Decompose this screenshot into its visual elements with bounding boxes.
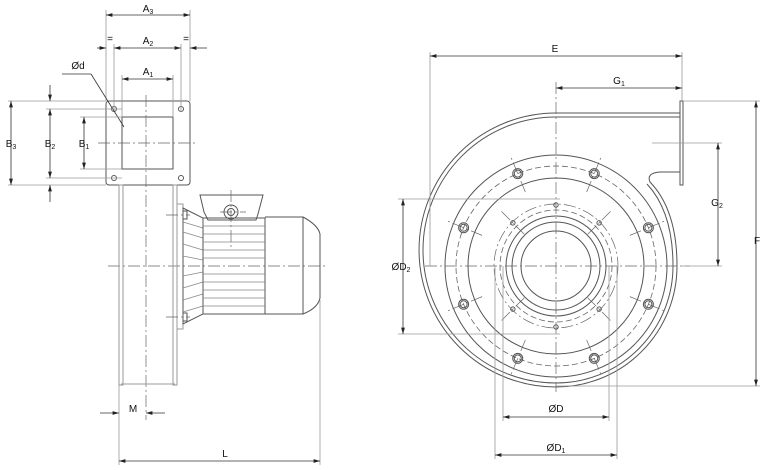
bolt-hole <box>642 298 654 310</box>
side-view-dimensions <box>8 10 321 465</box>
inner-hole-centerline <box>587 209 613 235</box>
dim-label-b3: B3 <box>6 139 17 151</box>
bolt-hole-inner <box>590 354 599 363</box>
dim-label-b1: B1 <box>79 139 90 151</box>
dim-label-l: L <box>222 449 228 460</box>
side-view: A3 A2 A1 Ød = = B3 B2 B1 M L <box>6 4 328 465</box>
bolt-hole <box>588 168 600 180</box>
dim-label-hole-diameter: Ød <box>71 61 84 72</box>
motor <box>166 190 321 325</box>
dim-label-b2: B2 <box>45 139 56 151</box>
dim-label-f: F <box>754 236 760 247</box>
inner-hole <box>510 306 516 312</box>
bolt-hole-centerline <box>629 296 667 313</box>
bolt-hole-centerline <box>445 296 483 313</box>
dim-label-a1: A1 <box>143 67 154 79</box>
dim-label-g1: G1 <box>613 76 625 88</box>
bolt-hole <box>458 222 470 234</box>
bolt-hole-inner <box>590 169 599 178</box>
front-view-dimensions <box>398 52 760 459</box>
dim-label-d: ØD <box>549 404 564 415</box>
bolt-hole-centerline <box>586 155 603 193</box>
inner-hole <box>596 220 602 226</box>
equal-mark: = <box>107 34 113 45</box>
bolt-hole <box>588 352 600 364</box>
bolt-hole-inner <box>644 223 653 232</box>
bolt-hole-inner <box>644 300 653 309</box>
dim-label-m: M <box>129 404 137 415</box>
bolt-hole-centerline <box>509 339 526 377</box>
bolt-hole <box>458 298 470 310</box>
dim-label-d2: ØD2 <box>392 262 411 274</box>
bolt-hole-centerline <box>586 339 603 377</box>
bolt-hole <box>512 352 524 364</box>
flange-hole <box>178 175 184 181</box>
dim-label-a2: A2 <box>143 36 154 48</box>
bolt-holes <box>445 155 667 377</box>
dim-label-d1: ØD1 <box>547 443 566 455</box>
bolt-hole-centerline <box>629 219 667 236</box>
dim-label-a3: A3 <box>143 4 154 16</box>
dim-label-g2: G2 <box>711 198 723 210</box>
bolt-hole-centerline <box>445 219 483 236</box>
inner-hole-centerline <box>499 297 525 323</box>
equal-mark: = <box>183 34 189 45</box>
dim-label-e: E <box>552 44 559 55</box>
bolt-hole-inner <box>459 223 468 232</box>
front-view: E G1 G2 F ØD2 ØD ØD1 <box>392 44 760 459</box>
inner-hole <box>510 220 516 226</box>
inner-hole <box>596 306 602 312</box>
bolt-hole-inner <box>459 300 468 309</box>
bolt-hole <box>512 168 524 180</box>
inner-hole-centerline <box>499 209 525 235</box>
bolt-hole <box>642 222 654 234</box>
bolt-hole-inner <box>513 354 522 363</box>
bolt-hole-inner <box>513 169 522 178</box>
bolt-hole-centerline <box>509 155 526 193</box>
terminal-box <box>199 194 264 221</box>
inner-hole-centerline <box>587 297 613 323</box>
